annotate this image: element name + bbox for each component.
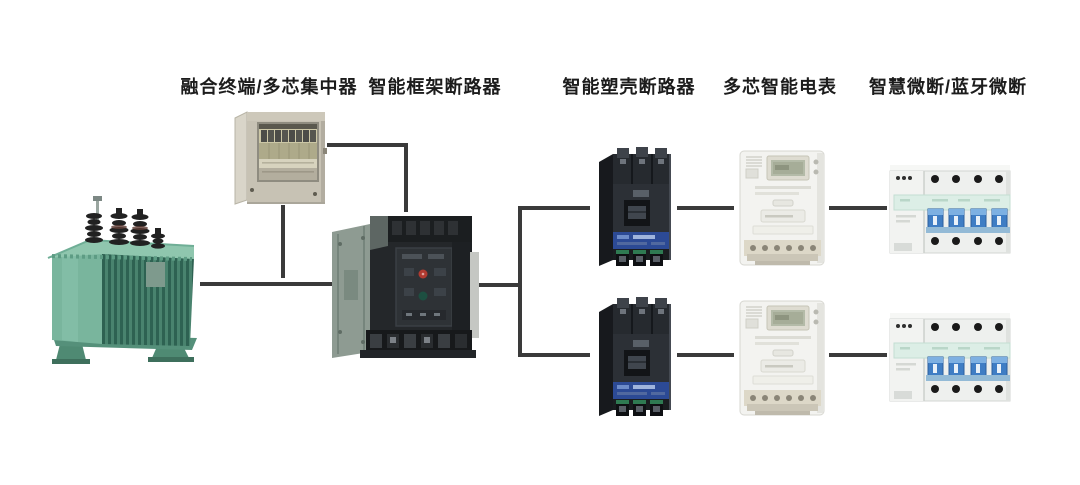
micro-terminals-bottom [931, 237, 1003, 245]
wire-mccb-meter-bottom [677, 353, 734, 357]
mccb-bottom-image [593, 296, 678, 418]
wire-meter-micro-top [829, 206, 887, 210]
label-frame-breaker: 智能框架断路器 [368, 77, 502, 97]
meter-terminal-cover [744, 240, 821, 256]
wire-fusion-right-v [404, 143, 408, 212]
wire-branch-top [518, 206, 590, 210]
acb-on-button [418, 291, 428, 301]
mccb-blue-band [613, 382, 671, 399]
din-modules [261, 130, 316, 142]
micro-terminals-bottom [931, 385, 1003, 393]
micro-breaker-top-image [886, 163, 1014, 260]
transformer-foot [56, 344, 86, 360]
hv-bushings [85, 208, 165, 249]
wire-meter-micro-bottom [829, 353, 887, 357]
micro-breaker-bottom-image [886, 311, 1014, 408]
micro-mint-band [893, 342, 1011, 359]
micro-mint-band [893, 194, 1011, 211]
wire-branch-bottom [518, 353, 590, 357]
label-smart-meter: 多芯智能电表 [723, 77, 837, 97]
cabinet-screw [250, 188, 254, 192]
label-micro-breaker: 智慧微断/蓝牙微断 [868, 77, 1028, 97]
micro-terminals-top [931, 323, 1003, 331]
micro-terminals-top [931, 175, 1003, 183]
meter-button [813, 319, 819, 325]
meter-button [813, 309, 819, 315]
cabinet-screw [313, 192, 317, 196]
label-fusion-terminal: 融合终端/多芯集中器 [180, 77, 358, 97]
meter-terminal-cover [744, 390, 821, 406]
cabinet-door-edge [234, 111, 248, 205]
micro-comm-module [890, 319, 924, 401]
arrester-rod [96, 198, 99, 220]
mccb-label [633, 190, 649, 197]
mccb-label [633, 340, 649, 347]
micro-comm-module [890, 171, 924, 253]
meter-bottom-image [735, 298, 830, 420]
acb-side-plate [470, 252, 479, 338]
frame-breaker-image [330, 212, 480, 364]
wire-mccb-meter-top [677, 206, 734, 210]
meter-button [813, 169, 819, 175]
transformer-nameplate [146, 262, 165, 287]
wire-acb-out [477, 283, 520, 287]
wire-transformer-to-acb [200, 282, 335, 286]
fusion-terminal-image [231, 108, 331, 208]
meter-button [813, 159, 819, 165]
mccb-top-image [593, 146, 678, 268]
wire-fusion-right-h [327, 143, 408, 147]
label-molded-case-breaker: 智能塑壳断路器 [562, 77, 696, 97]
mccb-blue-band [613, 232, 671, 249]
wire-fusion-down [281, 205, 285, 278]
transformer-fins [102, 253, 194, 346]
meter-top-image [735, 148, 830, 270]
transformer-image [42, 196, 207, 366]
wire-trunk-vertical [518, 206, 522, 357]
